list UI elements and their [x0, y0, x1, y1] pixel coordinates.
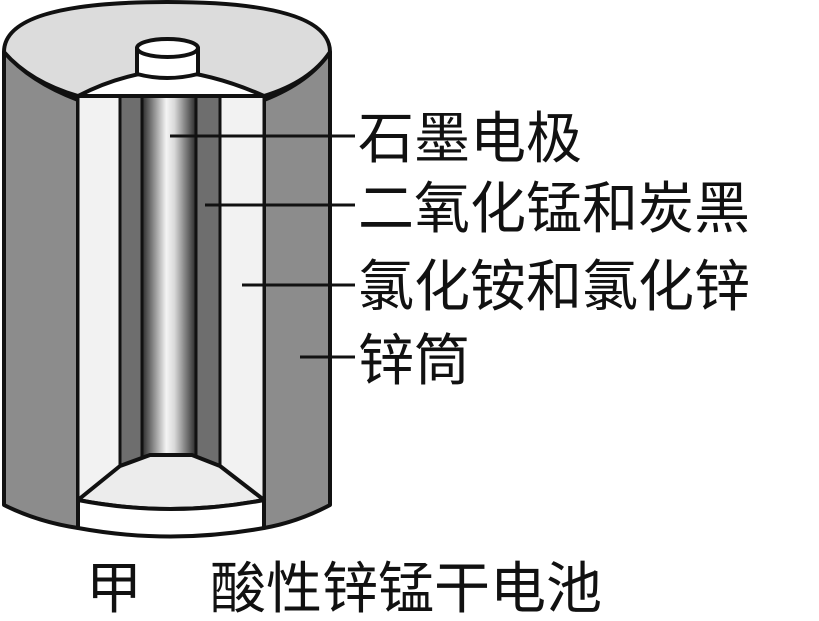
zinc-can-left-wall [4, 52, 78, 528]
label-zinc-can: 锌筒 [358, 329, 470, 394]
figure-title: 酸性锌锰干电池 [210, 557, 602, 621]
graphite-rod [142, 96, 196, 458]
zinc-can-right-wall [264, 52, 330, 528]
electrolyte-left [78, 96, 120, 528]
label-nh4cl-zncl2: 氯化铵和氯化锌 [358, 255, 750, 320]
electrolyte-right [220, 96, 264, 528]
label-mno2-carbon-black: 二氧化锰和炭黑 [358, 177, 750, 242]
label-graphite-electrode: 石墨电极 [358, 107, 582, 172]
top-cap-face [137, 39, 198, 57]
figure-id: 甲 [86, 557, 142, 621]
